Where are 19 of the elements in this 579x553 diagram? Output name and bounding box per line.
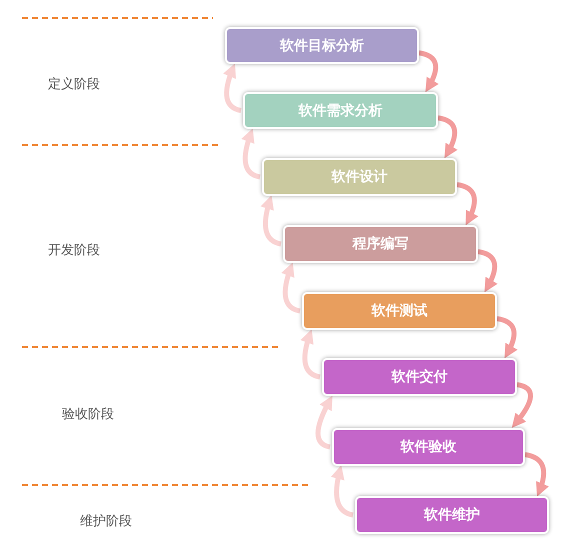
process-box: 软件测试 [302, 292, 497, 330]
arrow [281, 262, 301, 314]
arrow [300, 329, 321, 380]
arrow [331, 465, 354, 518]
phase-label: 开发阶段 [48, 242, 100, 259]
process-box: 软件交付 [322, 358, 517, 396]
process-box: 程序编写 [283, 225, 478, 263]
arrow [260, 195, 282, 246]
process-box: 软件目标分析 [225, 27, 419, 64]
phase-label: 验收阶段 [62, 406, 114, 423]
phase-label: 定义阶段 [48, 76, 100, 93]
process-box: 软件需求分析 [243, 92, 438, 129]
process-box: 软件维护 [355, 496, 549, 534]
arrow [241, 128, 261, 180]
arrow [223, 63, 242, 113]
arrow [316, 396, 332, 450]
process-box: 软件设计 [262, 158, 457, 196]
phase-label: 维护阶段 [80, 513, 132, 530]
process-box: 软件验收 [332, 428, 525, 466]
